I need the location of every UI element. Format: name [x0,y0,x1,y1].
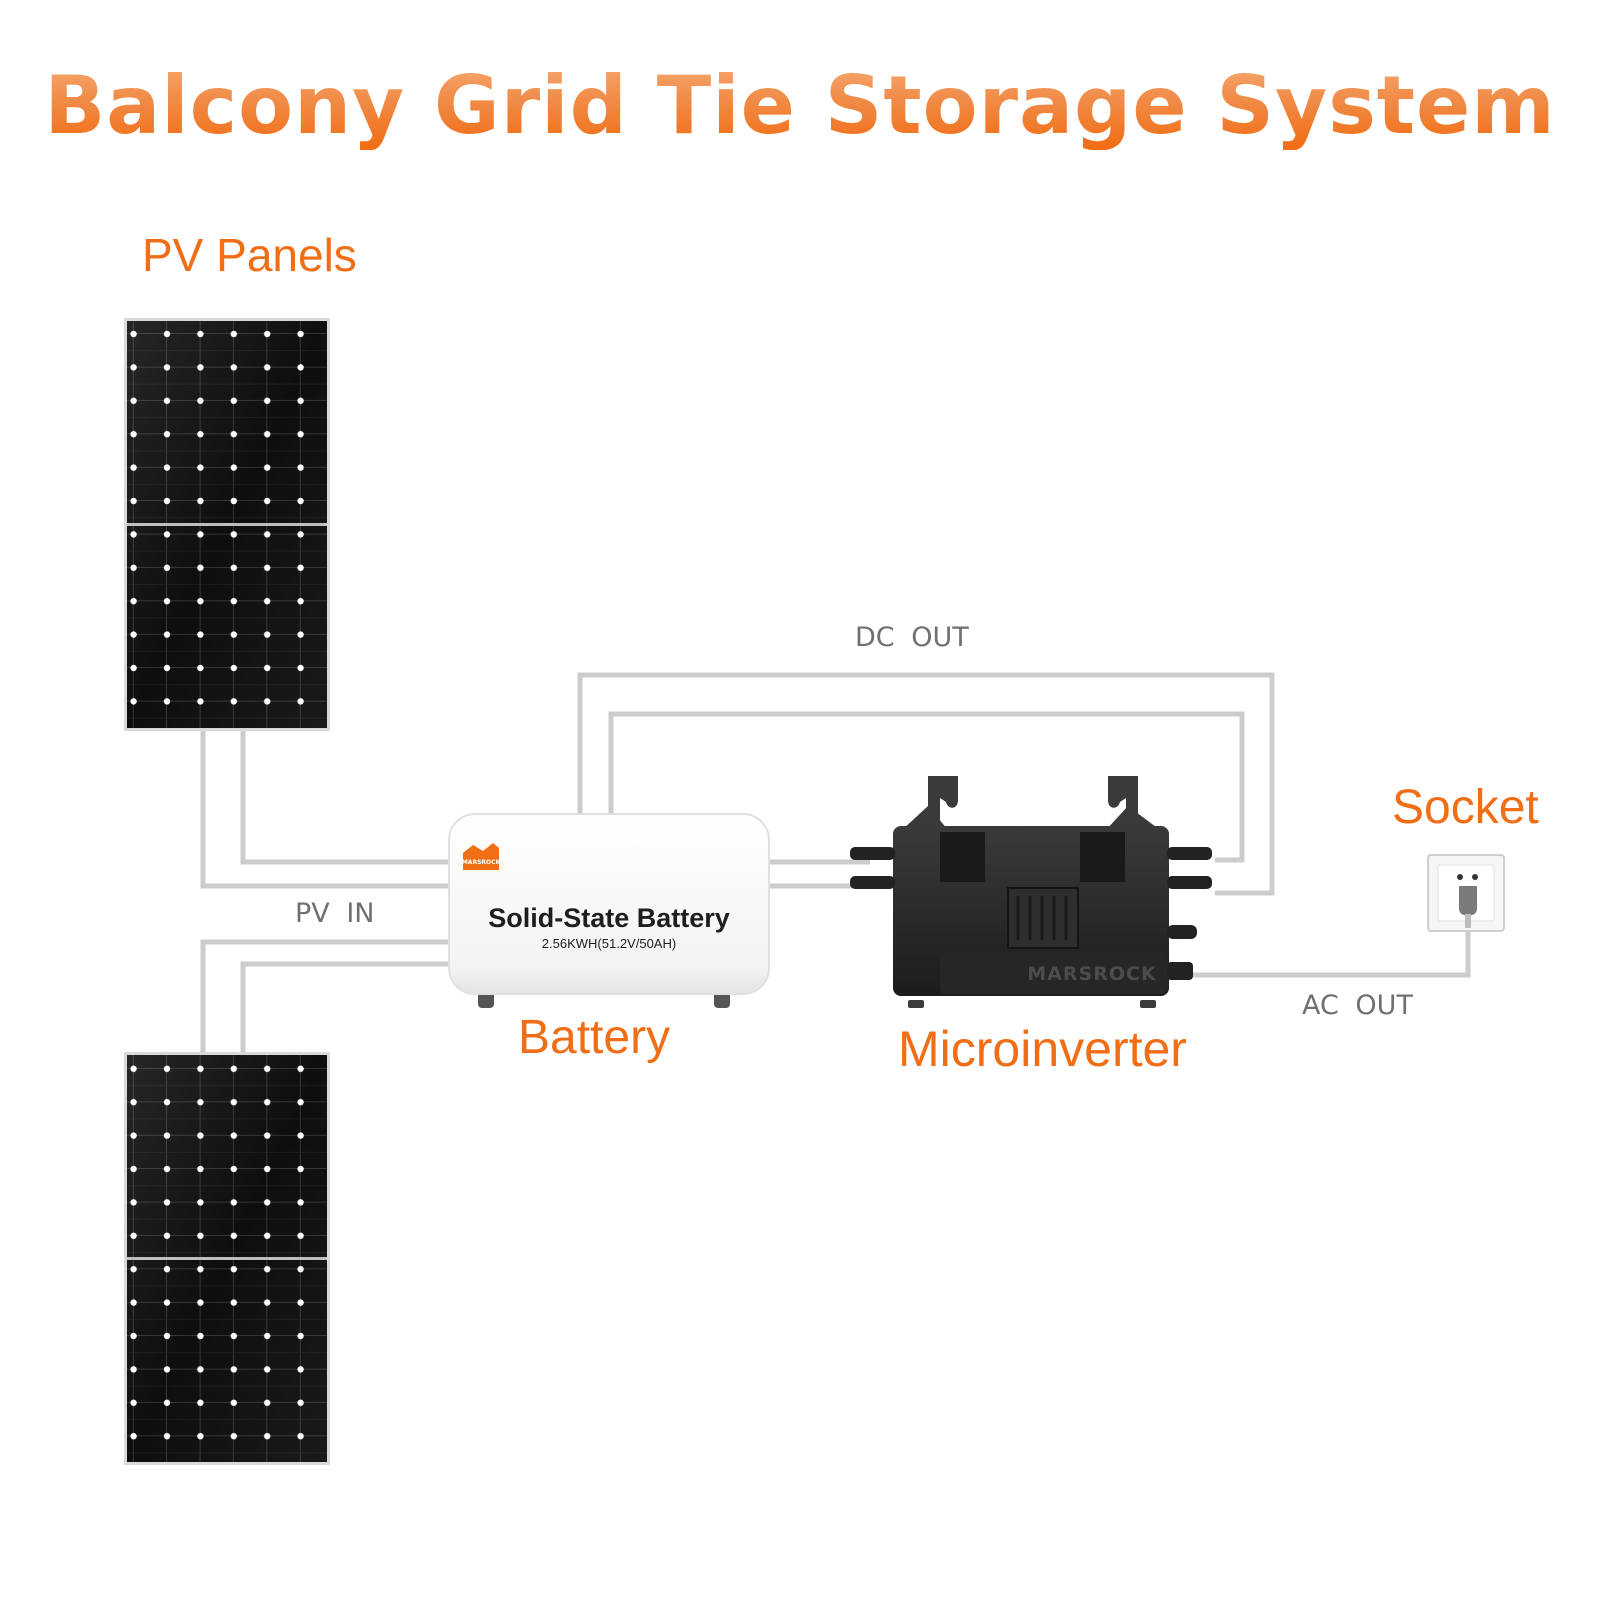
microinverter-label: Microinverter [898,1021,1187,1077]
battery-device-name: Solid-State Battery [488,903,730,933]
battery-logo-text: MARSROCK [462,859,501,866]
wires [200,672,1471,1052]
wire-dc-out-inner [608,711,1245,863]
wire-pv-bottom-inner [240,961,451,1052]
dc-out-label: DC OUT [855,622,969,653]
wire-pv-top-outer [200,727,451,889]
ac-out-label: AC OUT [1302,990,1413,1021]
battery-device: MARSROCK [448,813,770,1008]
inverter-brand-text: MARSROCK [1027,963,1157,985]
wire-pv-bottom-outer [200,939,451,1052]
wire-ac-out [1190,920,1471,978]
pv-panel-bottom [124,1052,330,1465]
pv-panels-label: PV Panels [142,229,357,281]
mounting-hooks [902,776,1160,830]
microinverter-device: MARSROCK [850,776,1212,1008]
page-title: Balcony Grid Tie Storage System [0,62,1600,150]
mc4-connectors [850,847,1212,980]
socket-icon [1427,854,1505,932]
battery-device-spec: 2.56KWH(51.2V/50AH) [541,936,677,951]
wire-pv-top-inner [240,727,451,865]
battery-label: Battery [518,1011,671,1064]
socket-label: Socket [1392,781,1539,834]
pv-in-label: PV IN [295,898,375,929]
pv-panel-top [124,318,330,731]
battery-logo-icon: MARSROCK [462,843,501,870]
wire-dc-out-outer [577,672,1275,896]
